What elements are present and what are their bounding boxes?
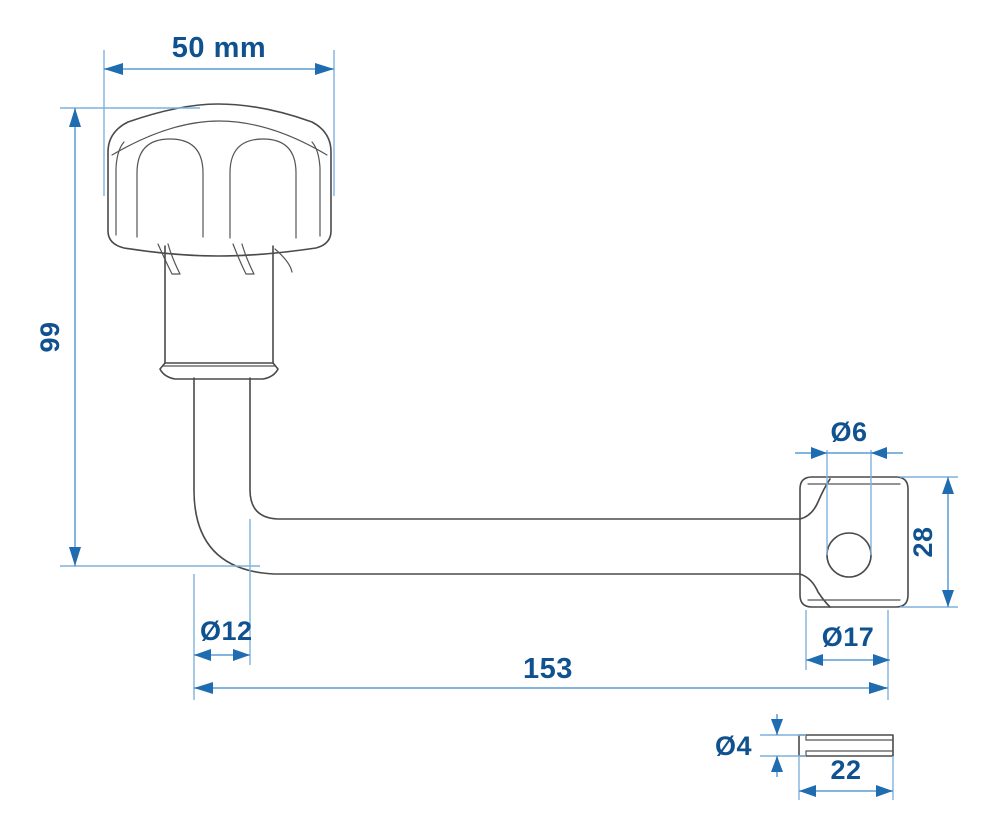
bracket-hole <box>826 532 872 578</box>
dim-label-50mm: 50 mm <box>172 32 266 64</box>
dimension-bracket-height: 28 <box>900 476 958 608</box>
dimension-width-top: 50 mm <box>103 32 335 196</box>
knob-neck-cylinder <box>164 245 274 364</box>
arrow-153-right <box>869 682 888 694</box>
part-roll-pin <box>798 734 894 757</box>
part-knob <box>107 103 332 380</box>
arrow-28-bottom <box>942 590 954 607</box>
crank-arm-inner-profile <box>249 377 801 520</box>
arrow-d17-left <box>806 654 823 666</box>
pin-body-outline <box>798 734 894 757</box>
knob-tab-left <box>157 243 181 275</box>
arrow-28-top <box>942 477 954 494</box>
dimension-pin-length: 22 <box>798 755 894 800</box>
dim-label-d17: Ø17 <box>822 622 875 652</box>
arrow-d12-left <box>194 649 211 661</box>
arrow-d6-left <box>811 447 827 459</box>
dim-label-d4: Ø4 <box>715 731 752 761</box>
dimension-bracket-width: Ø17 <box>805 610 890 670</box>
arrow-50-left <box>104 63 123 75</box>
dimension-pin-diameter: Ø4 <box>715 714 806 777</box>
dim-label-22: 22 <box>830 755 861 785</box>
arrow-99-bottom <box>69 547 81 566</box>
knob-groove-right <box>229 138 297 239</box>
knob-cap-outline <box>107 103 332 257</box>
arrow-d12-right <box>233 649 250 661</box>
dimension-shaft-diameter: Ø12 <box>193 519 253 700</box>
dimension-hole-diameter: Ø6 <box>795 417 903 555</box>
arrow-22-right <box>876 785 893 797</box>
knob-groove-left <box>136 138 204 238</box>
part-end-bracket <box>799 476 909 608</box>
part-crank-arm <box>193 377 801 575</box>
knob-flange <box>159 362 279 380</box>
arrow-99-top <box>69 108 81 127</box>
arrow-22-left <box>799 785 816 797</box>
knob-top-seam <box>111 120 328 156</box>
bracket-body-outline <box>799 476 909 608</box>
dimension-height-overall: 99 <box>35 107 260 567</box>
arrow-d17-right <box>873 654 890 666</box>
knob-tab-right <box>232 243 255 275</box>
arrow-d4-top <box>771 719 783 735</box>
dim-label-99: 99 <box>35 321 65 352</box>
knob-shoulder-right <box>274 248 293 273</box>
arrow-153-left <box>194 682 213 694</box>
dim-label-d6: Ø6 <box>830 417 867 447</box>
dimension-length-overall: 153 <box>194 610 889 700</box>
crank-arm-outer-profile <box>193 377 801 575</box>
dim-label-d12: Ø12 <box>200 616 253 646</box>
arrow-50-right <box>315 63 334 75</box>
knob-edge-left <box>115 141 125 236</box>
dim-label-28: 28 <box>908 526 938 557</box>
bracket-flare-bottom <box>799 573 831 608</box>
dim-label-153: 153 <box>523 653 573 685</box>
arrow-d6-right <box>871 447 887 459</box>
bracket-flare-top <box>799 478 831 520</box>
knob-edge-right <box>311 141 321 237</box>
arrow-d4-bottom <box>771 756 783 772</box>
